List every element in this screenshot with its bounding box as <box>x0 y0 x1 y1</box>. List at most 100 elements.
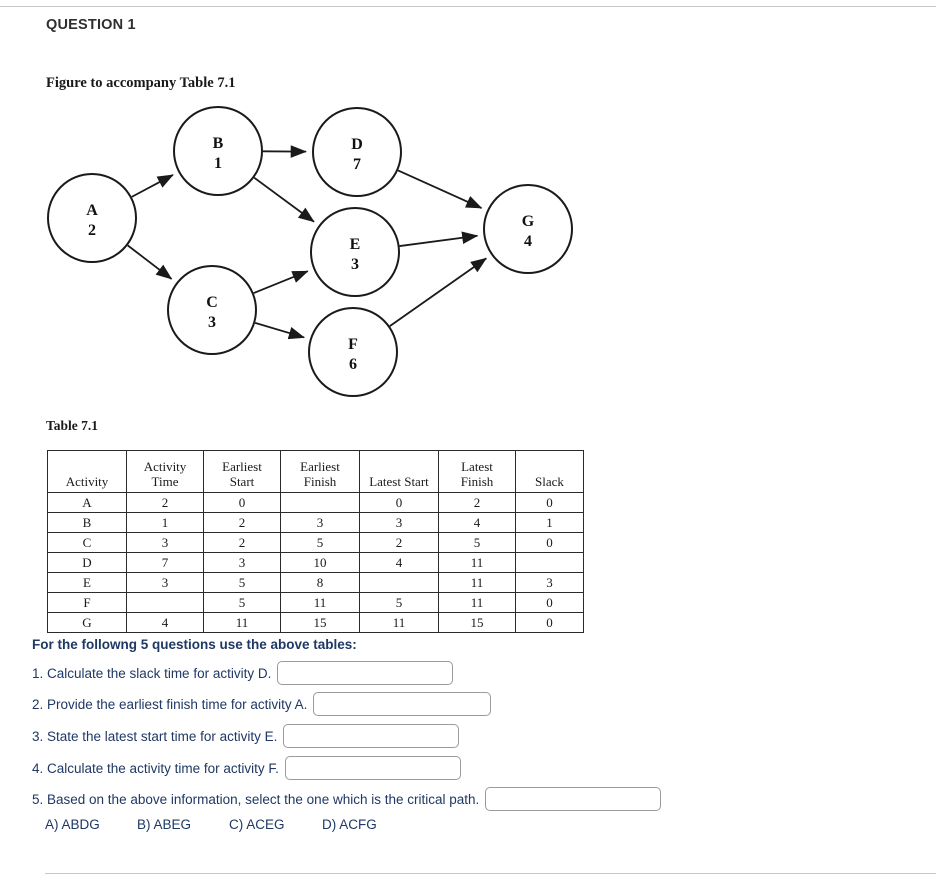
choice-a[interactable]: A) ABDG <box>45 817 100 832</box>
diagram-node-a: A2 <box>47 173 137 263</box>
diagram-node-e: E3 <box>310 207 400 297</box>
diagram-edge-a-b <box>131 174 174 198</box>
question-3-label: 3. State the latest start time for activ… <box>32 728 278 744</box>
bottom-divider <box>45 873 936 874</box>
question-row-5: 5. Based on the above information, selec… <box>32 787 662 811</box>
cell-activity: B <box>47 512 127 533</box>
question-row-3: 3. State the latest start time for activ… <box>32 724 460 748</box>
cell-slack: 0 <box>515 492 584 513</box>
node-label-f: F <box>348 336 358 353</box>
cell-latest-finish: 15 <box>438 612 516 633</box>
node-duration-b: 1 <box>214 155 222 172</box>
cell-earliest-start: 2 <box>203 512 281 533</box>
cell-latest-finish: 11 <box>438 552 516 573</box>
cell-latest-start: 11 <box>359 612 439 633</box>
cell-activity: G <box>47 612 127 633</box>
diagram-edge-a-c <box>127 244 173 280</box>
cell-slack: 0 <box>515 532 584 553</box>
cell-activity-time: 4 <box>126 612 204 633</box>
cell-latest-finish: 11 <box>438 592 516 613</box>
node-label-d: D <box>351 136 363 153</box>
cell-activity: E <box>47 572 127 593</box>
node-circle-b <box>173 106 263 196</box>
answer-input-2[interactable] <box>313 692 492 716</box>
diagram-edge-c-e <box>253 270 309 294</box>
node-duration-f: 6 <box>349 356 357 373</box>
node-label-c: C <box>206 294 218 311</box>
cell-latest-start <box>359 572 439 593</box>
col-header-latest-start: Latest Start <box>359 450 439 493</box>
cell-latest-start: 0 <box>359 492 439 513</box>
cell-earliest-finish: 10 <box>280 552 360 573</box>
question-5-label: 5. Based on the above information, selec… <box>32 791 480 807</box>
diagram-edge-b-e <box>253 176 315 223</box>
cell-earliest-start: 3 <box>203 552 281 573</box>
question-row-1: 1. Calculate the slack time for activity… <box>32 661 454 685</box>
choice-b[interactable]: B) ABEG <box>137 817 192 832</box>
node-duration-a: 2 <box>88 222 96 239</box>
cell-latest-finish: 11 <box>438 572 516 593</box>
col-header-slack: Slack <box>515 450 584 493</box>
cell-earliest-start: 2 <box>203 532 281 553</box>
question-2-label: 2. Provide the earliest finish time for … <box>32 696 308 712</box>
cell-earliest-finish: 15 <box>280 612 360 633</box>
answer-input-4[interactable] <box>284 756 461 780</box>
cell-slack: 1 <box>515 512 584 533</box>
choice-d[interactable]: D) ACFG <box>322 817 377 832</box>
page-title: QUESTION 1 <box>46 17 136 33</box>
node-label-b: B <box>213 135 224 152</box>
node-duration-c: 3 <box>208 314 216 331</box>
cell-earliest-start: 5 <box>203 592 281 613</box>
answer-input-5[interactable] <box>485 787 662 811</box>
cell-slack: 0 <box>515 592 584 613</box>
cell-earliest-start: 11 <box>203 612 281 633</box>
answer-input-3[interactable] <box>283 724 460 748</box>
cell-activity: D <box>47 552 127 573</box>
cell-activity-time <box>126 592 204 613</box>
cell-activity-time: 2 <box>126 492 204 513</box>
cell-latest-finish: 5 <box>438 532 516 553</box>
node-circle-f <box>308 307 398 397</box>
answer-input-1[interactable] <box>277 661 454 685</box>
table-caption: Table 7.1 <box>46 418 99 433</box>
diagram-edge-f-g <box>389 257 488 327</box>
cell-earliest-start: 0 <box>203 492 281 513</box>
cell-activity-time: 7 <box>126 552 204 573</box>
diagram-node-c: C3 <box>167 265 257 355</box>
node-label-a: A <box>86 202 98 219</box>
diagram-node-g: G4 <box>483 184 573 274</box>
node-circle-a <box>47 173 137 263</box>
node-duration-d: 7 <box>353 156 361 173</box>
cell-latest-finish: 4 <box>438 512 516 533</box>
node-circle-e <box>310 207 400 297</box>
cell-activity-time: 3 <box>126 572 204 593</box>
choice-c[interactable]: C) ACEG <box>229 817 285 832</box>
cell-earliest-finish: 11 <box>280 592 360 613</box>
cell-earliest-finish: 8 <box>280 572 360 593</box>
node-label-e: E <box>350 236 361 253</box>
question-1-label: 1. Calculate the slack time for activity… <box>32 665 272 681</box>
diagram-edge-d-g <box>397 169 483 209</box>
cell-activity: F <box>47 592 127 613</box>
node-duration-g: 4 <box>524 233 532 250</box>
top-divider <box>0 6 936 7</box>
figure-caption: Figure to accompany Table 7.1 <box>46 75 236 91</box>
node-label-g: G <box>522 213 535 230</box>
question-row-2: 2. Provide the earliest finish time for … <box>32 692 492 716</box>
